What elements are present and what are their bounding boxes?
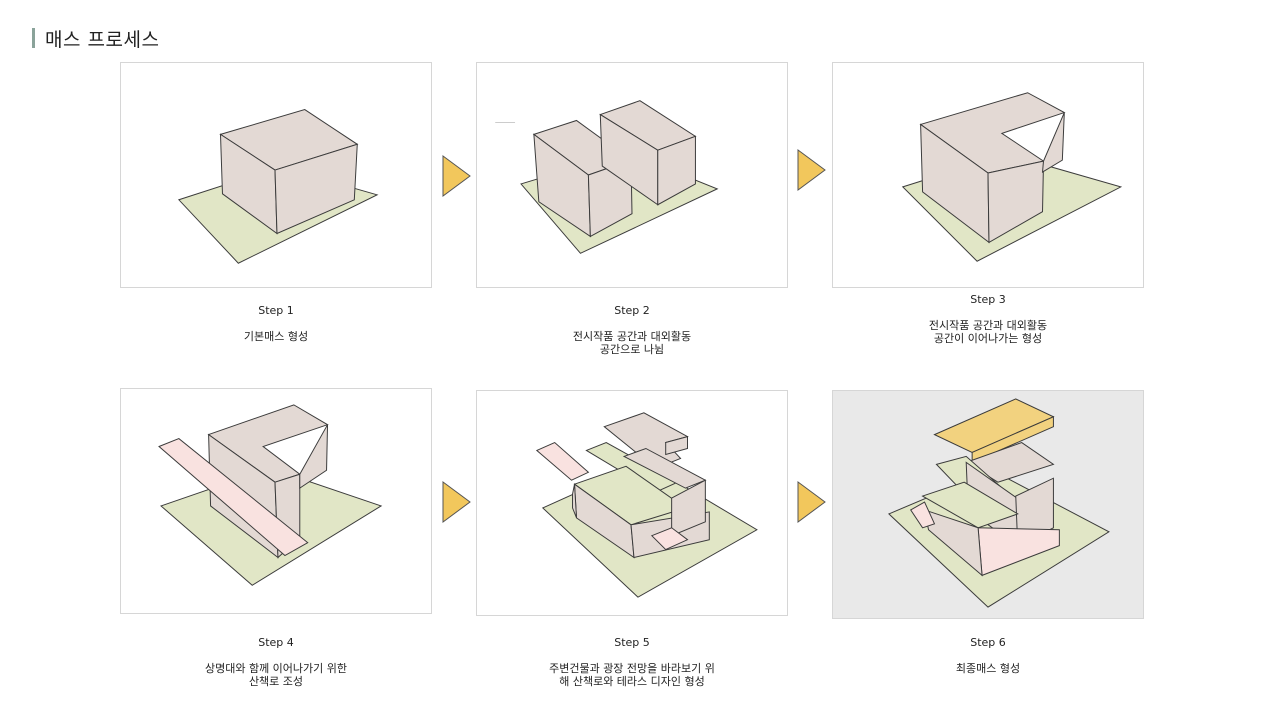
step-description: 상명대와 함께 이어나가기 위한 산책로 조성 <box>204 662 348 688</box>
step-arrow-icon <box>442 154 472 198</box>
courtyard-cut <box>650 527 689 551</box>
step-arrow-icon <box>797 148 827 192</box>
step-2-diagram <box>476 62 788 288</box>
step-description: 기본매스 형성 <box>243 330 309 343</box>
mass-tower-front <box>671 479 706 537</box>
step-label: Step 1 <box>258 304 294 317</box>
page-title: 매스 프로세스 <box>45 28 160 51</box>
mass-low-top <box>921 481 1019 529</box>
step-4-diagram <box>120 388 432 614</box>
base-left <box>572 484 577 519</box>
step-arrow-icon <box>442 480 472 524</box>
header-accent-bar <box>32 28 35 48</box>
step-1-diagram <box>120 62 432 288</box>
step-3-diagram <box>832 62 1144 288</box>
step-description: 최종매스 형성 <box>955 662 1021 675</box>
page-header: 매스 프로세스 <box>32 26 160 51</box>
step-2-caption: Step 2 전시작품 공간과 대외활동 공간으로 나뉨 <box>476 304 788 356</box>
mass-low-left <box>923 509 983 577</box>
step-label: Step 6 <box>970 636 1006 649</box>
step-description: 전시작품 공간과 대외활동 공간이 이어나가는 형성 <box>928 319 1048 345</box>
step-6-caption: Step 6 최종매스 형성 <box>832 636 1144 675</box>
step-label: Step 5 <box>614 636 650 649</box>
mass-b-side <box>657 135 696 206</box>
step-arrow-icon <box>797 480 827 524</box>
mass-side <box>987 160 1045 244</box>
step-5-caption: Step 5 주변건물과 광장 전망을 바라보기 위 해 산책로와 테라스 디자… <box>476 636 788 688</box>
step-5-diagram <box>476 390 788 616</box>
mass-upper-side <box>665 435 688 456</box>
courtyard-cut <box>909 501 936 529</box>
mass-rear-side <box>1041 112 1065 173</box>
step-description: 전시작품 공간과 대외활동 공간으로 나뉨 <box>572 330 692 356</box>
step-label: Step 3 <box>970 293 1006 306</box>
roof-canopy-edge <box>971 416 1054 464</box>
step-label: Step 2 <box>614 304 650 317</box>
step-4-caption: Step 4 상명대와 함께 이어나가기 위한 산책로 조성 <box>120 636 432 688</box>
step-3-caption: Step 3 전시작품 공간과 대외활동 공간이 이어나가는 형성 <box>832 293 1144 345</box>
promenade-path <box>535 441 590 481</box>
step-1-caption: Step 1 기본매스 형성 <box>120 304 432 343</box>
mass-side <box>274 143 358 235</box>
mass-rear-side <box>299 424 329 490</box>
step-6-diagram <box>832 390 1144 619</box>
step-description: 주변건물과 광장 전망을 바라보기 위 해 산책로와 테라스 디자인 형성 <box>549 662 715 688</box>
step-label: Step 4 <box>258 636 294 649</box>
promenade-path <box>158 437 309 557</box>
